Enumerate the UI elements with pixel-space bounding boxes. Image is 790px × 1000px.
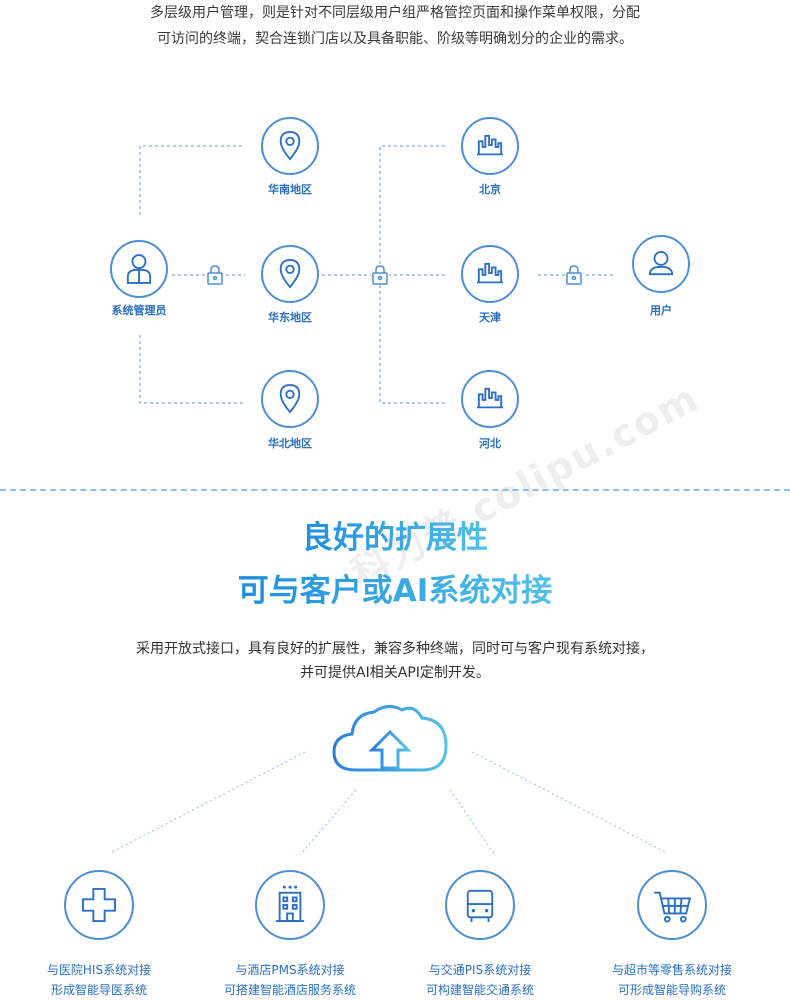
city-skyline-icon bbox=[476, 262, 504, 284]
region-node-south bbox=[261, 117, 319, 175]
integration-label-hospital: 与医院HIS系统对接 形成智能导医系统 bbox=[4, 960, 194, 1000]
integration-node-hospital bbox=[64, 870, 134, 940]
section-title-2-text: 可与客户或AI系统对接 bbox=[237, 573, 553, 609]
region-label-east: 华东地区 bbox=[268, 311, 312, 324]
section-title-1-text: 良好的扩展性 bbox=[302, 520, 488, 556]
bus-icon bbox=[466, 889, 494, 922]
section-title-2: 可与客户或AI系统对接 bbox=[0, 565, 790, 610]
intro-text: 多层级用户管理，则是针对不同层级用户组严格管控页面和操作菜单权限，分配 可访问的… bbox=[0, 0, 790, 52]
cloud-upload-icon bbox=[332, 705, 448, 772]
city-skyline-icon bbox=[476, 387, 504, 409]
city-node-tianjin bbox=[461, 245, 519, 303]
intro-line-1: 多层级用户管理，则是针对不同层级用户组严格管控页面和操作菜单权限，分配 bbox=[150, 5, 640, 21]
admin-node bbox=[110, 240, 168, 298]
description-line-1: 采用开放式接口，具有良好的扩展性，兼容多种终端，同时可与客户现有系统对接， bbox=[136, 641, 654, 657]
user-label: 用户 bbox=[650, 304, 672, 317]
integration-node-retail bbox=[637, 870, 707, 940]
hotel-building-icon bbox=[275, 885, 305, 922]
intro-line-2: 可访问的终端，契合连锁门店以及具备职能、阶级等明确划分的企业的需求。 bbox=[157, 31, 633, 47]
integration-label-hospital-line2: 形成智能导医系统 bbox=[50, 983, 147, 997]
lock-icon bbox=[206, 265, 224, 285]
integration-label-hotel-line2: 可搭建智能酒店服务系统 bbox=[223, 983, 356, 997]
connector-cloud-retail bbox=[471, 751, 666, 853]
region-label-north: 华北地区 bbox=[268, 437, 312, 450]
integration-node-transit bbox=[445, 870, 515, 940]
section-title-1: 良好的扩展性 bbox=[0, 512, 790, 557]
description-line-2: 并可提供AI相关API定制开发。 bbox=[300, 665, 490, 681]
city-label-tianjin: 天津 bbox=[479, 311, 501, 324]
shopping-cart-icon bbox=[654, 891, 692, 923]
city-label-beijing: 北京 bbox=[479, 183, 501, 196]
section-divider bbox=[0, 489, 790, 491]
connector-cloud-transit bbox=[449, 789, 496, 856]
section-description: 采用开放式接口，具有良好的扩展性，兼容多种终端，同时可与客户现有系统对接， 并可… bbox=[0, 637, 790, 685]
connector-cloud-hospital bbox=[111, 751, 306, 853]
lock-icon bbox=[371, 265, 389, 285]
connector-cloud-hotel bbox=[299, 789, 357, 856]
integration-label-retail-line2: 可形成智能导购系统 bbox=[617, 983, 726, 997]
location-pin-icon bbox=[279, 259, 301, 289]
connector-admin-north bbox=[139, 335, 245, 404]
location-pin-icon bbox=[279, 131, 301, 161]
connector-admin-south bbox=[139, 145, 245, 215]
lock-icon bbox=[565, 265, 583, 285]
integration-label-hotel: 与酒店PMS系统对接 可搭建智能酒店服务系统 bbox=[195, 960, 385, 1000]
integration-label-transit: 与交通PIS系统对接 可构建智能交通系统 bbox=[385, 960, 575, 1000]
city-node-hebei bbox=[461, 370, 519, 428]
city-node-beijing bbox=[461, 117, 519, 175]
integration-label-retail: 与超市等零售系统对接 可形成智能导购系统 bbox=[577, 960, 767, 1000]
integration-label-transit-line1: 与交通PIS系统对接 bbox=[428, 963, 532, 977]
integration-label-hospital-line1: 与医院HIS系统对接 bbox=[46, 963, 152, 977]
integration-label-hotel-line1: 与酒店PMS系统对接 bbox=[235, 963, 345, 977]
city-label-hebei: 河北 bbox=[479, 437, 501, 450]
integration-label-transit-line2: 可构建智能交通系统 bbox=[425, 983, 534, 997]
location-pin-icon bbox=[279, 384, 301, 414]
region-node-east bbox=[261, 245, 319, 303]
city-skyline-icon bbox=[476, 134, 504, 156]
integration-label-retail-line1: 与超市等零售系统对接 bbox=[611, 963, 732, 977]
user-node bbox=[632, 235, 690, 293]
user-icon bbox=[648, 250, 674, 276]
region-node-north bbox=[261, 370, 319, 428]
admin-label: 系统管理员 bbox=[111, 304, 167, 317]
admin-user-icon bbox=[126, 254, 152, 284]
region-label-south: 华南地区 bbox=[268, 183, 312, 196]
integration-node-hotel bbox=[255, 870, 325, 940]
medical-cross-icon bbox=[82, 888, 116, 922]
